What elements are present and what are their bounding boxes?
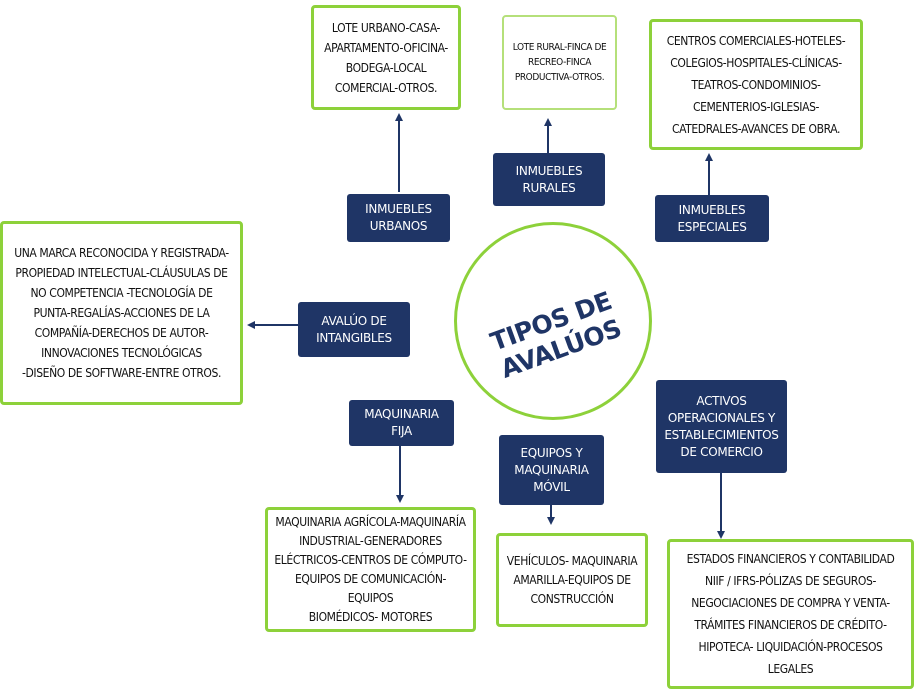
label-inmuebles-rurales: INMUEBLES RURALES — [493, 153, 605, 206]
box-maquinaria-fija: MAQUINARIA AGRÍCOLA-MAQUINARÍA INDUSTRIA… — [265, 507, 476, 632]
box-activos-operacionales: ESTADOS FINANCIEROS Y CONTABILIDAD NIIF … — [667, 539, 914, 689]
label-avaluo-intangibles: AVALÚO DE INTANGIBLES — [298, 302, 410, 357]
box-inmuebles-urbanos: LOTE URBANO-CASA- APARTAMENTO-OFICINA- B… — [311, 5, 461, 110]
box-inmuebles-especiales: CENTROS COMERCIALES-HOTELES- COLEGIOS-HO… — [649, 19, 863, 150]
box-inmuebles-rurales: LOTE RURAL-FINCA DE RECREO-FINCA PRODUCT… — [502, 15, 617, 110]
box-avaluo-intangibles: UNA MARCA RECONOCIDA Y REGISTRADA- PROPI… — [0, 221, 243, 405]
label-maquinaria-fija: MAQUINARIA FIJA — [349, 400, 454, 446]
label-activos-operacionales: ACTIVOS OPERACIONALES Y ESTABLECIMIENTOS… — [656, 380, 787, 473]
central-circle — [454, 222, 652, 420]
box-equipos-maquinaria-movil: VEHÍCULOS- MAQUINARIA AMARILLA-EQUIPOS D… — [496, 533, 648, 627]
label-inmuebles-urbanos: INMUEBLES URBANOS — [347, 194, 450, 242]
label-inmuebles-especiales: INMUEBLES ESPECIALES — [655, 195, 769, 242]
label-equipos-maquinaria-movil: EQUIPOS Y MAQUINARIA MÓVIL — [499, 435, 604, 505]
